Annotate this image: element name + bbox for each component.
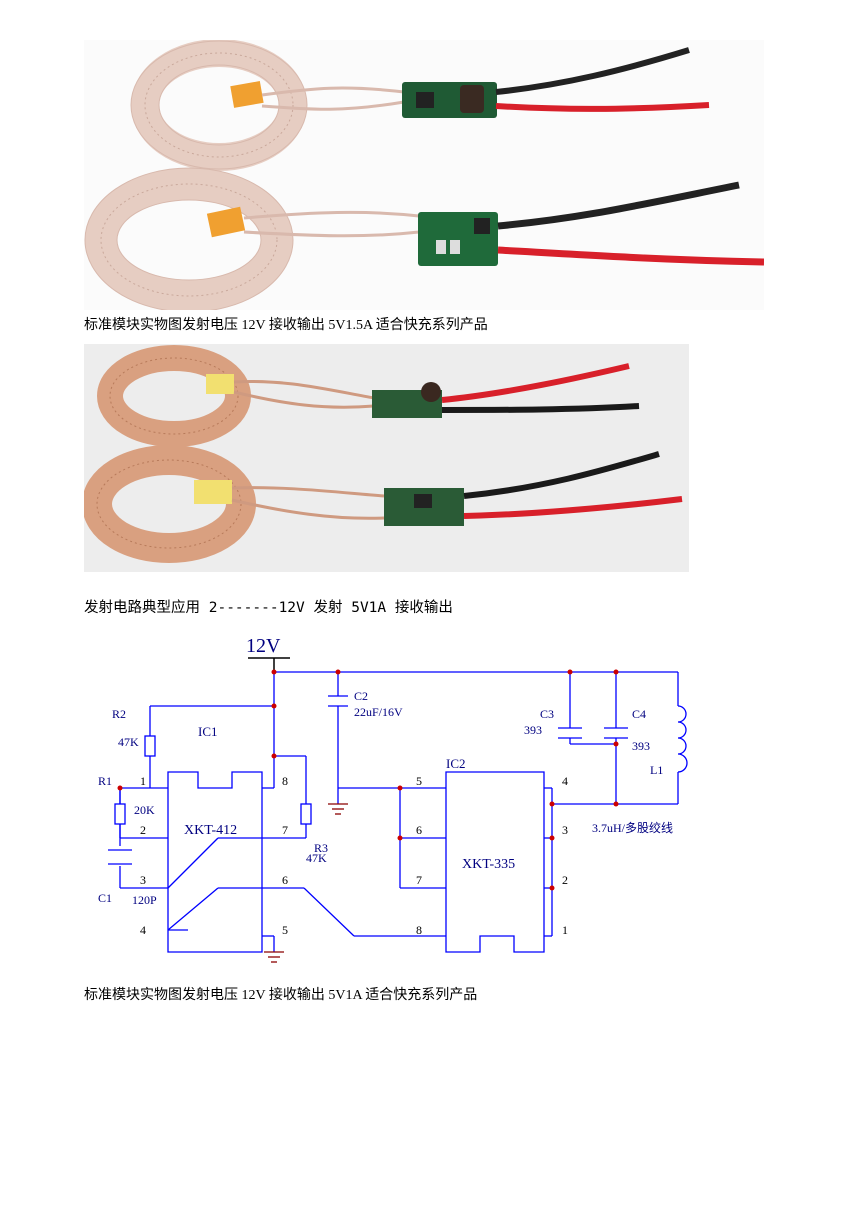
- coil-top: [130, 40, 405, 171]
- ic1-pin-1: 1: [140, 774, 146, 788]
- ic1-pin-2: 2: [140, 823, 146, 837]
- ic2-pin-1: 1: [562, 923, 568, 937]
- coil-2-bottom: [84, 445, 683, 563]
- ic2-pin-7: 7: [416, 873, 422, 887]
- junctions: [117, 669, 619, 891]
- r1-symbol: [114, 803, 126, 825]
- ic2-ref: IC2: [446, 756, 466, 771]
- c1-symbol: [108, 846, 132, 865]
- l1-symbol: [677, 705, 688, 773]
- ic2-body: [445, 771, 545, 953]
- r3-ref: R3: [314, 841, 328, 855]
- ic1-part: XKT-412: [184, 823, 237, 838]
- l1-ref: L1: [650, 763, 663, 777]
- coil-2-top: [97, 345, 640, 447]
- ic1-pin-6: 6: [282, 873, 288, 887]
- r2-symbol: [144, 735, 156, 757]
- ic1-pin-5: 5: [282, 923, 288, 937]
- c2-value: 22uF/16V: [354, 705, 403, 719]
- product-photo-1: [84, 40, 764, 310]
- ic2-pin-6: 6: [416, 823, 422, 837]
- module-bottom: [418, 181, 764, 266]
- c3-ref: C3: [540, 707, 554, 721]
- r2-ref: R2: [112, 707, 126, 721]
- r1-value: 20K: [134, 803, 155, 817]
- c2-ref: C2: [354, 689, 368, 703]
- r2-value: 47K: [118, 735, 139, 749]
- c4-symbol: [604, 727, 628, 739]
- c4-ref: C4: [632, 707, 646, 721]
- c3-symbol: [558, 727, 582, 739]
- ic2-pin-3: 3: [562, 823, 568, 837]
- ic1-pin-8: 8: [282, 774, 288, 788]
- ic2-pin-2: 2: [562, 873, 568, 887]
- ic2-pin-4: 4: [562, 774, 568, 788]
- caption-photo-2: 发射电路典型应用 2-------12V 发射 5V1A 接收输出: [84, 600, 453, 616]
- ic1-ref: IC1: [198, 724, 218, 739]
- ground-icon: [328, 803, 348, 815]
- product-photo-2: [84, 344, 689, 572]
- ground-icon: [264, 951, 284, 963]
- ic1-pin-4: 4: [140, 923, 146, 937]
- c4-value: 393: [632, 739, 650, 753]
- ic2-part: XKT-335: [462, 857, 515, 872]
- r3-symbol: [300, 803, 312, 825]
- ic1-pin-7: 7: [282, 823, 288, 837]
- supply-label: 12V: [246, 635, 281, 657]
- r1-ref: R1: [98, 774, 112, 788]
- r3-value: 47K: [306, 851, 327, 865]
- c1-ref: C1: [98, 891, 112, 905]
- caption-schematic: 标准模块实物图发射电压 12V 接收输出 5V1A 适合快充系列产品: [84, 988, 478, 1003]
- circuit-schematic: 12V: [98, 635, 688, 963]
- wiring: [119, 671, 679, 952]
- c2-symbol: [328, 695, 348, 707]
- ic1-body: [167, 771, 263, 953]
- caption-photo-1: 标准模块实物图发射电压 12V 接收输出 5V1.5A 适合快充系列产品: [84, 318, 488, 333]
- supply-bar: [248, 657, 290, 672]
- ic2-pin-8: 8: [416, 923, 422, 937]
- ic2-pin-5: 5: [416, 774, 422, 788]
- l1-value: 3.7uH/多股绞线: [592, 820, 673, 835]
- c3-value: 393: [524, 723, 542, 737]
- module-top: [402, 47, 710, 118]
- c1-value: 120P: [132, 893, 157, 907]
- ic1-pin-3: 3: [140, 873, 146, 887]
- coil-bottom: [84, 167, 420, 310]
